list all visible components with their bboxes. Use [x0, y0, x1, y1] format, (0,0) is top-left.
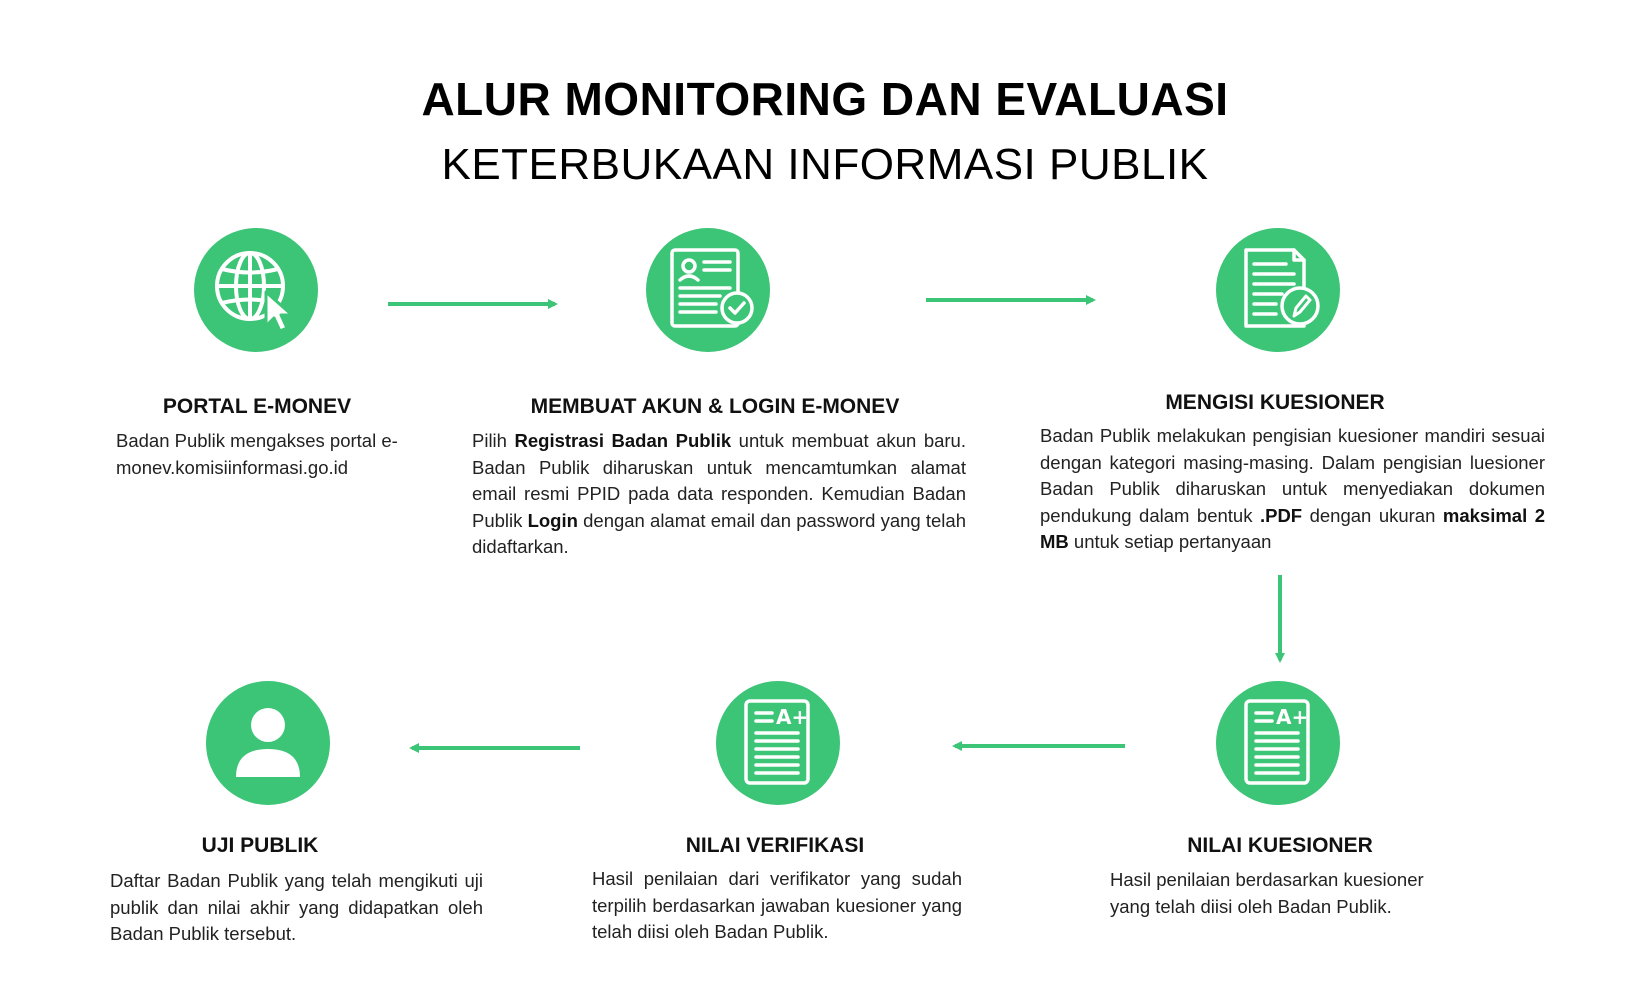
- step-3-icon-circle: [1216, 228, 1340, 352]
- step-6-description: Daftar Badan Publik yang telah mengikuti…: [110, 870, 483, 944]
- profile-form-check-icon: [670, 248, 754, 328]
- globe-cursor-icon: [215, 251, 294, 333]
- step-3-title: MENGISI KUESIONER: [1165, 391, 1385, 414]
- step-4-icon-circle: A+: [1216, 681, 1340, 805]
- step-5-description: Hasil penilaian dari verifikator yang su…: [592, 868, 962, 942]
- document-edit-icon: [1244, 248, 1320, 328]
- graded-document-icon: A+: [1244, 699, 1310, 785]
- user-icon: [236, 708, 300, 777]
- grade-badge: A+: [776, 705, 808, 729]
- step-2-description: Pilih Registrasi Badan Publik untuk memb…: [472, 430, 966, 557]
- step-2-title: MEMBUAT AKUN & LOGIN E-MONEV: [530, 395, 900, 418]
- step-1-description: Badan Publik mengakses portal e-monev.ko…: [116, 430, 398, 478]
- step-4-title: NILAI KUESIONER: [1187, 834, 1373, 857]
- page-subtitle: KETERBUKAAN INFORMASI PUBLIK: [441, 140, 1209, 189]
- graded-document-icon: A+: [744, 699, 810, 785]
- step-3-description: Badan Publik melakukan pengisian kuesion…: [1040, 425, 1546, 552]
- grade-badge: A+: [1276, 705, 1308, 729]
- step-6-icon-circle: [206, 681, 330, 805]
- step-4-description: Hasil penilaian berdasarkan kuesioner ya…: [1110, 869, 1424, 917]
- step-6-title: UJI PUBLIK: [201, 834, 319, 857]
- page-title: ALUR MONITORING DAN EVALUASI: [421, 73, 1229, 125]
- step-1-icon-circle: [194, 228, 318, 352]
- step-1-title: PORTAL E-MONEV: [162, 395, 352, 418]
- step-5-icon-circle: A+: [716, 681, 840, 805]
- step-5-title: NILAI VERIFIKASI: [685, 834, 865, 857]
- step-2-icon-circle: [646, 228, 770, 352]
